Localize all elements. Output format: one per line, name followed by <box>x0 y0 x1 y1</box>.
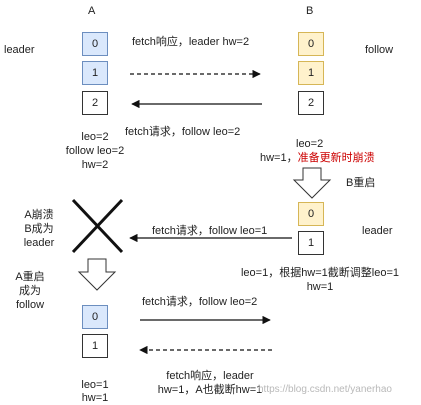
a-stats-hw: hw=2 <box>81 159 109 171</box>
log-b-top-1: 1 <box>298 61 324 85</box>
header-a: A <box>88 5 96 17</box>
msg-fetch-request-3: fetch请求，follow leo=2 <box>142 296 258 308</box>
watermark-text: https://blog.csdn.net/yanerhao <box>258 384 392 395</box>
role-label-b-leader: leader <box>362 225 393 237</box>
a-stats-follow-leo: follow leo=2 <box>65 145 125 157</box>
log-a-bottom-1: 1 <box>82 334 108 358</box>
log-a-top-0: 0 <box>82 32 108 56</box>
header-b: B <box>306 5 314 17</box>
down-arrow-b-restart <box>292 167 332 199</box>
log-b-top-0: 0 <box>298 32 324 56</box>
log-b-mid-0: 0 <box>298 202 324 226</box>
msg-fetch-response-1: fetch响应，leader hw=2 <box>132 36 250 48</box>
a-crash-line-2: B成为 <box>24 223 54 235</box>
b-truncate-line-2: hw=1 <box>306 281 334 293</box>
b-note-hw: hw=1， <box>260 152 298 164</box>
log-a-top-1: 1 <box>82 61 108 85</box>
a-final-leo: leo=1 <box>81 379 109 391</box>
a-final-hw: hw=1 <box>81 392 109 404</box>
role-label-leader: leader <box>4 44 35 56</box>
a-stats-leo: leo=2 <box>81 131 109 143</box>
msg-fetch-request-1: fetch请求，follow leo=2 <box>125 126 241 138</box>
a-restart-line-1: A重启 <box>15 271 45 283</box>
msg-fetch-response-2-line-2: hw=1，A也截断hw=1 <box>157 384 263 396</box>
b-note-hw-line: hw=1，准备更新时崩溃 <box>260 152 375 164</box>
down-arrow-a-restart <box>77 258 117 291</box>
log-b-top-2: 2 <box>298 91 324 115</box>
log-a-top-2: 2 <box>82 91 108 115</box>
b-truncate-line-1: leo=1，根据hw=1截断调整leo=1 <box>240 267 400 279</box>
a-restart-line-3: follow <box>15 299 45 311</box>
crash-x-stroke-2 <box>71 198 124 254</box>
a-crash-line-3: leader <box>23 237 55 249</box>
a-restart-line-2: 成为 <box>19 285 41 297</box>
b-note-restart: B重启 <box>346 177 376 189</box>
role-label-follow: follow <box>365 44 394 56</box>
msg-fetch-request-2: fetch请求，follow leo=1 <box>152 225 268 237</box>
log-a-bottom-0: 0 <box>82 305 108 329</box>
a-crash-line-1: A崩溃 <box>24 209 54 221</box>
msg-fetch-response-2-line-1: fetch响应，leader <box>166 370 254 382</box>
b-note-crash: 准备更新时崩溃 <box>297 152 375 164</box>
b-note-leo: leo=2 <box>296 138 324 150</box>
log-b-mid-1: 1 <box>298 231 324 255</box>
